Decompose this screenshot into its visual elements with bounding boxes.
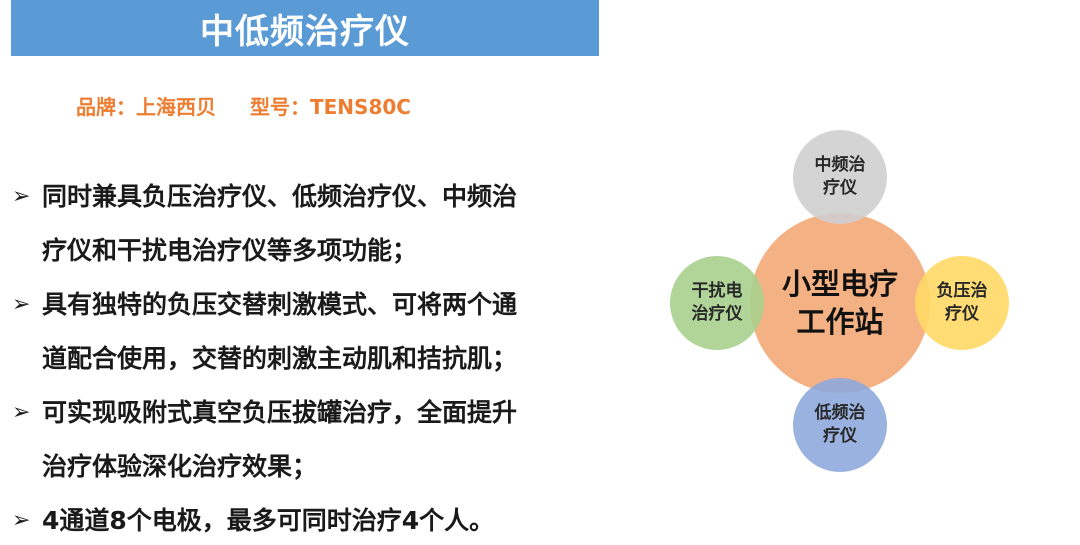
top-label-line1: 中频治: [814, 155, 866, 175]
top-circle: 中频治 疗仪: [793, 130, 887, 224]
arrowhead-bullet-icon: ➢: [12, 292, 31, 317]
top-label-line2: 疗仪: [823, 178, 857, 198]
feature-list: ➢ 同时兼具负压治疗仪、低频治疗仪、中频治 疗仪和干扰电治疗仪等多项功能； ➢ …: [12, 170, 622, 545]
title-bar: 中低频治疗仪: [11, 0, 599, 56]
feature-line: 疗仪和干扰电治疗仪等多项功能；: [42, 236, 418, 265]
feature-item: ➢ 可实现吸附式真空负压拔罐治疗，全面提升 治疗体验深化治疗效果；: [12, 386, 622, 494]
workstation-diagram: 小型电疗 工作站 中频治 疗仪 负压治 疗仪 低频治 疗仪 干扰电: [665, 130, 1015, 475]
right-circle: 负压治 疗仪: [915, 256, 1009, 350]
feature-item: ➢ 具有独特的负压交替刺激模式、可将两个通 道配合使用，交替的刺激主动肌和拮抗肌…: [12, 278, 622, 386]
brand-label: 品牌：上海西贝: [76, 94, 216, 119]
arrowhead-bullet-icon: ➢: [12, 184, 31, 209]
center-circle: 小型电疗 工作站: [750, 213, 930, 393]
feature-line: 可实现吸附式真空负压拔罐治疗，全面提升: [42, 398, 518, 427]
feature-line: 4通道8个电极，最多可同时治疗4个人。: [42, 506, 495, 535]
bottom-label-line1: 低频治: [814, 403, 866, 423]
right-label-line2: 疗仪: [945, 304, 979, 324]
bottom-label-line2: 疗仪: [823, 426, 857, 446]
left-label-line1: 干扰电: [691, 281, 743, 301]
feature-line: 治疗体验深化治疗效果；: [42, 452, 318, 481]
left-circle: 干扰电 治疗仪: [670, 256, 764, 350]
left-label-line2: 治疗仪: [691, 304, 743, 324]
feature-line: 具有独特的负压交替刺激模式、可将两个通: [42, 290, 518, 319]
center-label-line1: 小型电疗: [781, 267, 898, 301]
model-label: 型号：TENS80C: [250, 94, 411, 119]
brand-model-line: 品牌：上海西贝 型号：TENS80C: [76, 88, 411, 122]
arrowhead-bullet-icon: ➢: [12, 400, 31, 425]
feature-item: ➢ 4通道8个电极，最多可同时治疗4个人。: [12, 494, 622, 545]
page-title: 中低频治疗仪: [200, 11, 410, 52]
feature-line: 同时兼具负压治疗仪、低频治疗仪、中频治: [42, 182, 518, 211]
feature-line: 道配合使用，交替的刺激主动肌和拮抗肌；: [42, 344, 518, 373]
right-label-line1: 负压治: [936, 281, 988, 301]
feature-item: ➢ 同时兼具负压治疗仪、低频治疗仪、中频治 疗仪和干扰电治疗仪等多项功能；: [12, 170, 622, 278]
arrowhead-bullet-icon: ➢: [12, 508, 31, 533]
bottom-circle: 低频治 疗仪: [793, 378, 887, 472]
center-label-line2: 工作站: [796, 305, 884, 339]
